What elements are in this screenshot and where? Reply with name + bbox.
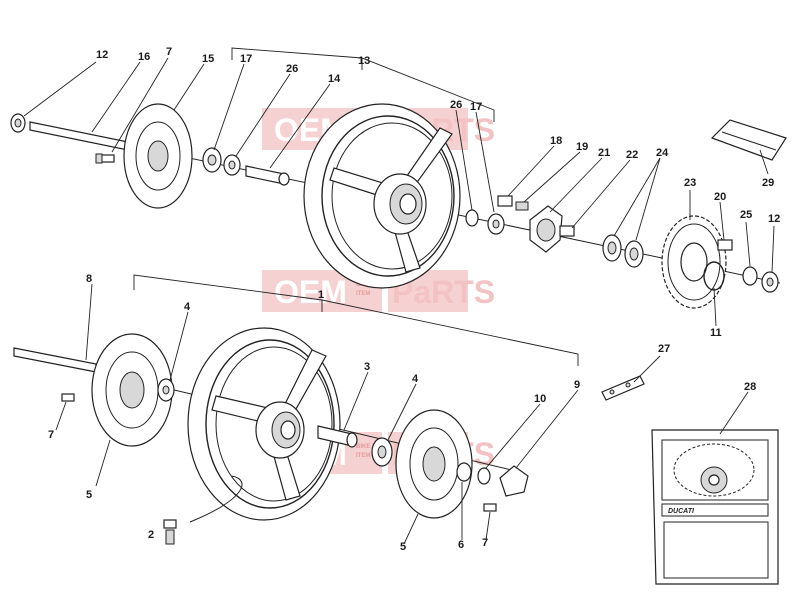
spacer-icon [317,425,358,448]
part-label-12b: 12 [768,213,780,225]
part-label-17: 17 [240,53,252,65]
spacer-icon [245,165,290,186]
part-label-22: 22 [626,149,638,161]
axle-icon [13,347,97,373]
part-label-14: 14 [328,73,341,85]
brake-disc-icon [395,409,473,519]
spacer-icon [477,467,491,485]
part-label-10: 10 [534,393,546,405]
part-label-12: 12 [96,49,108,61]
bolt-icon [61,393,75,402]
hub-flange-icon [529,205,575,253]
part-label-7c: 7 [482,537,488,549]
part-label-23: 23 [684,177,696,189]
bearing-icon [223,154,241,176]
part-label-4b: 4 [412,373,419,385]
part-label-7: 7 [166,46,172,58]
spacer-icon [742,266,758,286]
bolt-icon [515,201,529,211]
part-labels: 12 16 7 15 17 26 13 14 26 17 18 19 21 22… [48,46,780,553]
part-label-18: 18 [550,135,562,147]
bearing-icon [371,437,393,467]
bearing-icon [456,462,472,482]
watermark-middle: OEM BIKE ITEM PaRTS [262,270,495,312]
bearing-icon [624,240,644,268]
bearing-icon [602,234,622,262]
part-label-16: 16 [138,51,150,63]
part-label-13: 13 [358,55,370,67]
sprocket-icon [661,215,727,309]
part-label-3: 3 [364,361,370,373]
nut-icon [10,113,26,133]
part-label-8: 8 [86,273,92,285]
part-label-6: 6 [458,539,464,551]
part-label-19: 19 [576,141,588,153]
valve-icon [163,519,177,545]
part-label-11: 11 [710,327,722,339]
bolt-icon [483,503,497,512]
bearing-icon [157,378,175,402]
watermark-mid-bottom: ITEM [356,291,370,297]
part-label-5b: 5 [400,541,406,553]
part-label-15: 15 [202,53,214,65]
spacer-icon [497,195,513,207]
valve-line [189,475,243,523]
part-label-7b: 7 [48,429,54,441]
bearing-icon [465,209,479,227]
chain-link-icon [601,375,645,401]
brake-disc-icon [123,103,193,209]
part-label-28: 28 [744,381,756,393]
axle-icon [29,121,129,151]
wheel-icon [187,327,341,521]
spacer-icon [487,213,505,235]
part-label-17b: 17 [470,101,482,113]
part-label-26b: 26 [450,99,462,111]
leader-lines [23,57,775,545]
chain-kit-icon: DUCATI [651,429,779,585]
part-label-27: 27 [658,343,670,355]
part-label-5: 5 [86,489,92,501]
part-label-1: 1 [318,289,324,301]
bearing-icon [202,147,222,173]
tool-pouch-icon [710,119,787,161]
part-label-21: 21 [598,147,610,159]
speedo-drive-icon [499,465,529,497]
part-label-20: 20 [714,191,726,203]
kit-brand-text: DUCATI [668,508,695,515]
part-label-2: 2 [148,529,154,541]
watermark-left-text: OEM [274,274,347,310]
watermark-mid-top: BIKE [356,444,370,450]
wheel-icon [303,103,461,289]
part-label-29: 29 [762,177,774,189]
part-label-9: 9 [574,379,580,391]
part-label-25: 25 [740,209,752,221]
nut-icon [761,271,779,293]
part-label-4: 4 [184,301,191,313]
part-label-26: 26 [286,63,298,75]
nut-icon [717,239,733,251]
brake-disc-icon [91,333,173,447]
bolt-icon [95,153,115,164]
part-label-24: 24 [656,147,669,159]
watermark-mid-bottom: ITEM [356,453,370,459]
